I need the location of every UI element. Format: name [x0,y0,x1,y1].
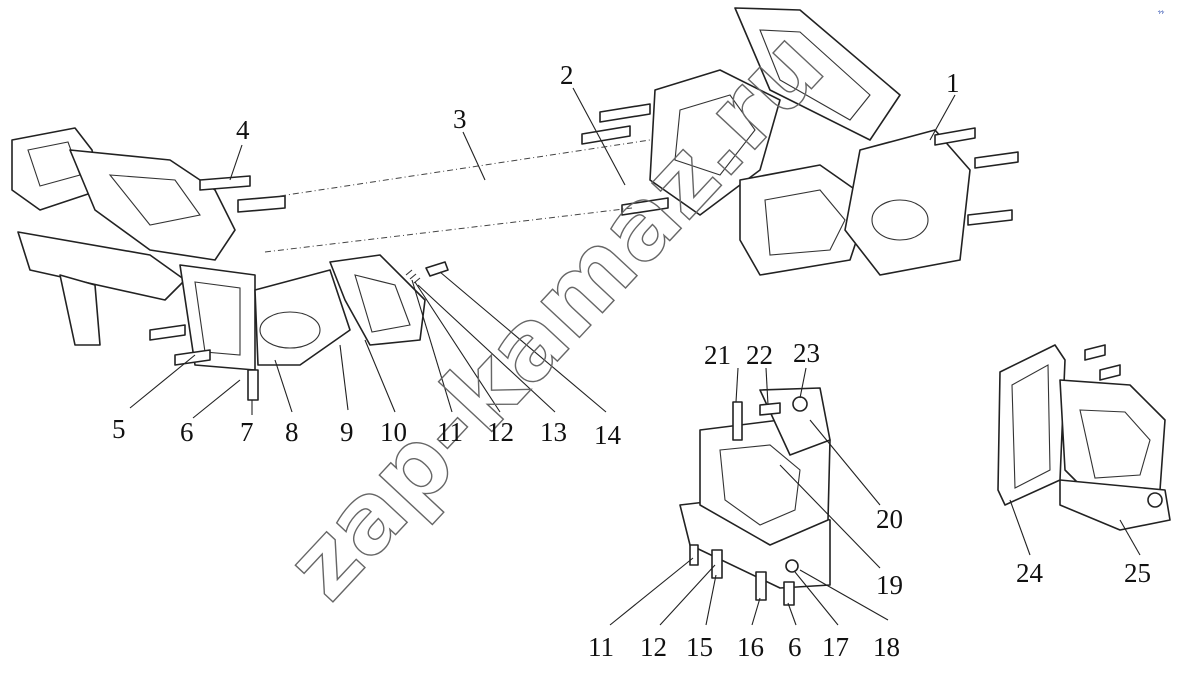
callout-2: 2 [560,60,574,90]
callout-25: 25 [1124,558,1151,588]
callout-22: 22 [746,340,773,370]
callout-19: 19 [876,570,903,600]
callout-6: 6 [180,417,194,447]
callout-12b: 12 [640,632,667,662]
callout-7: 7 [240,417,254,447]
corner-mark: ﮩﮩ [1157,5,1165,15]
callout-4: 4 [236,115,250,145]
callout-16: 16 [737,632,764,662]
callout-14: 14 [594,420,622,450]
callout-3: 3 [453,104,467,134]
callout-1: 1 [946,68,960,98]
callout-8: 8 [285,417,299,447]
callout-13: 13 [540,417,567,447]
callout-18: 18 [873,632,900,662]
callout-6b: 6 [788,632,802,662]
detail-bracket-assembly [997,344,1171,531]
callout-10: 10 [380,417,407,447]
detail-cushion-assembly [679,387,831,606]
callout-5: 5 [112,414,126,444]
callout-23: 23 [793,338,820,368]
right-support-assembly [581,7,1019,276]
callout-numbers: 1 2 3 4 5 6 7 8 9 10 11 12 13 14 21 22 2… [112,60,1151,662]
callout-17: 17 [822,632,849,662]
leader-lines [129,87,1141,626]
callout-15: 15 [686,632,713,662]
callout-9: 9 [340,417,354,447]
callout-21: 21 [704,340,731,370]
callout-12: 12 [487,417,514,447]
callout-11: 11 [437,417,463,447]
callout-24: 24 [1016,558,1044,588]
callout-11b: 11 [588,632,614,662]
callout-20: 20 [876,504,903,534]
left-support-assembly [11,127,449,401]
